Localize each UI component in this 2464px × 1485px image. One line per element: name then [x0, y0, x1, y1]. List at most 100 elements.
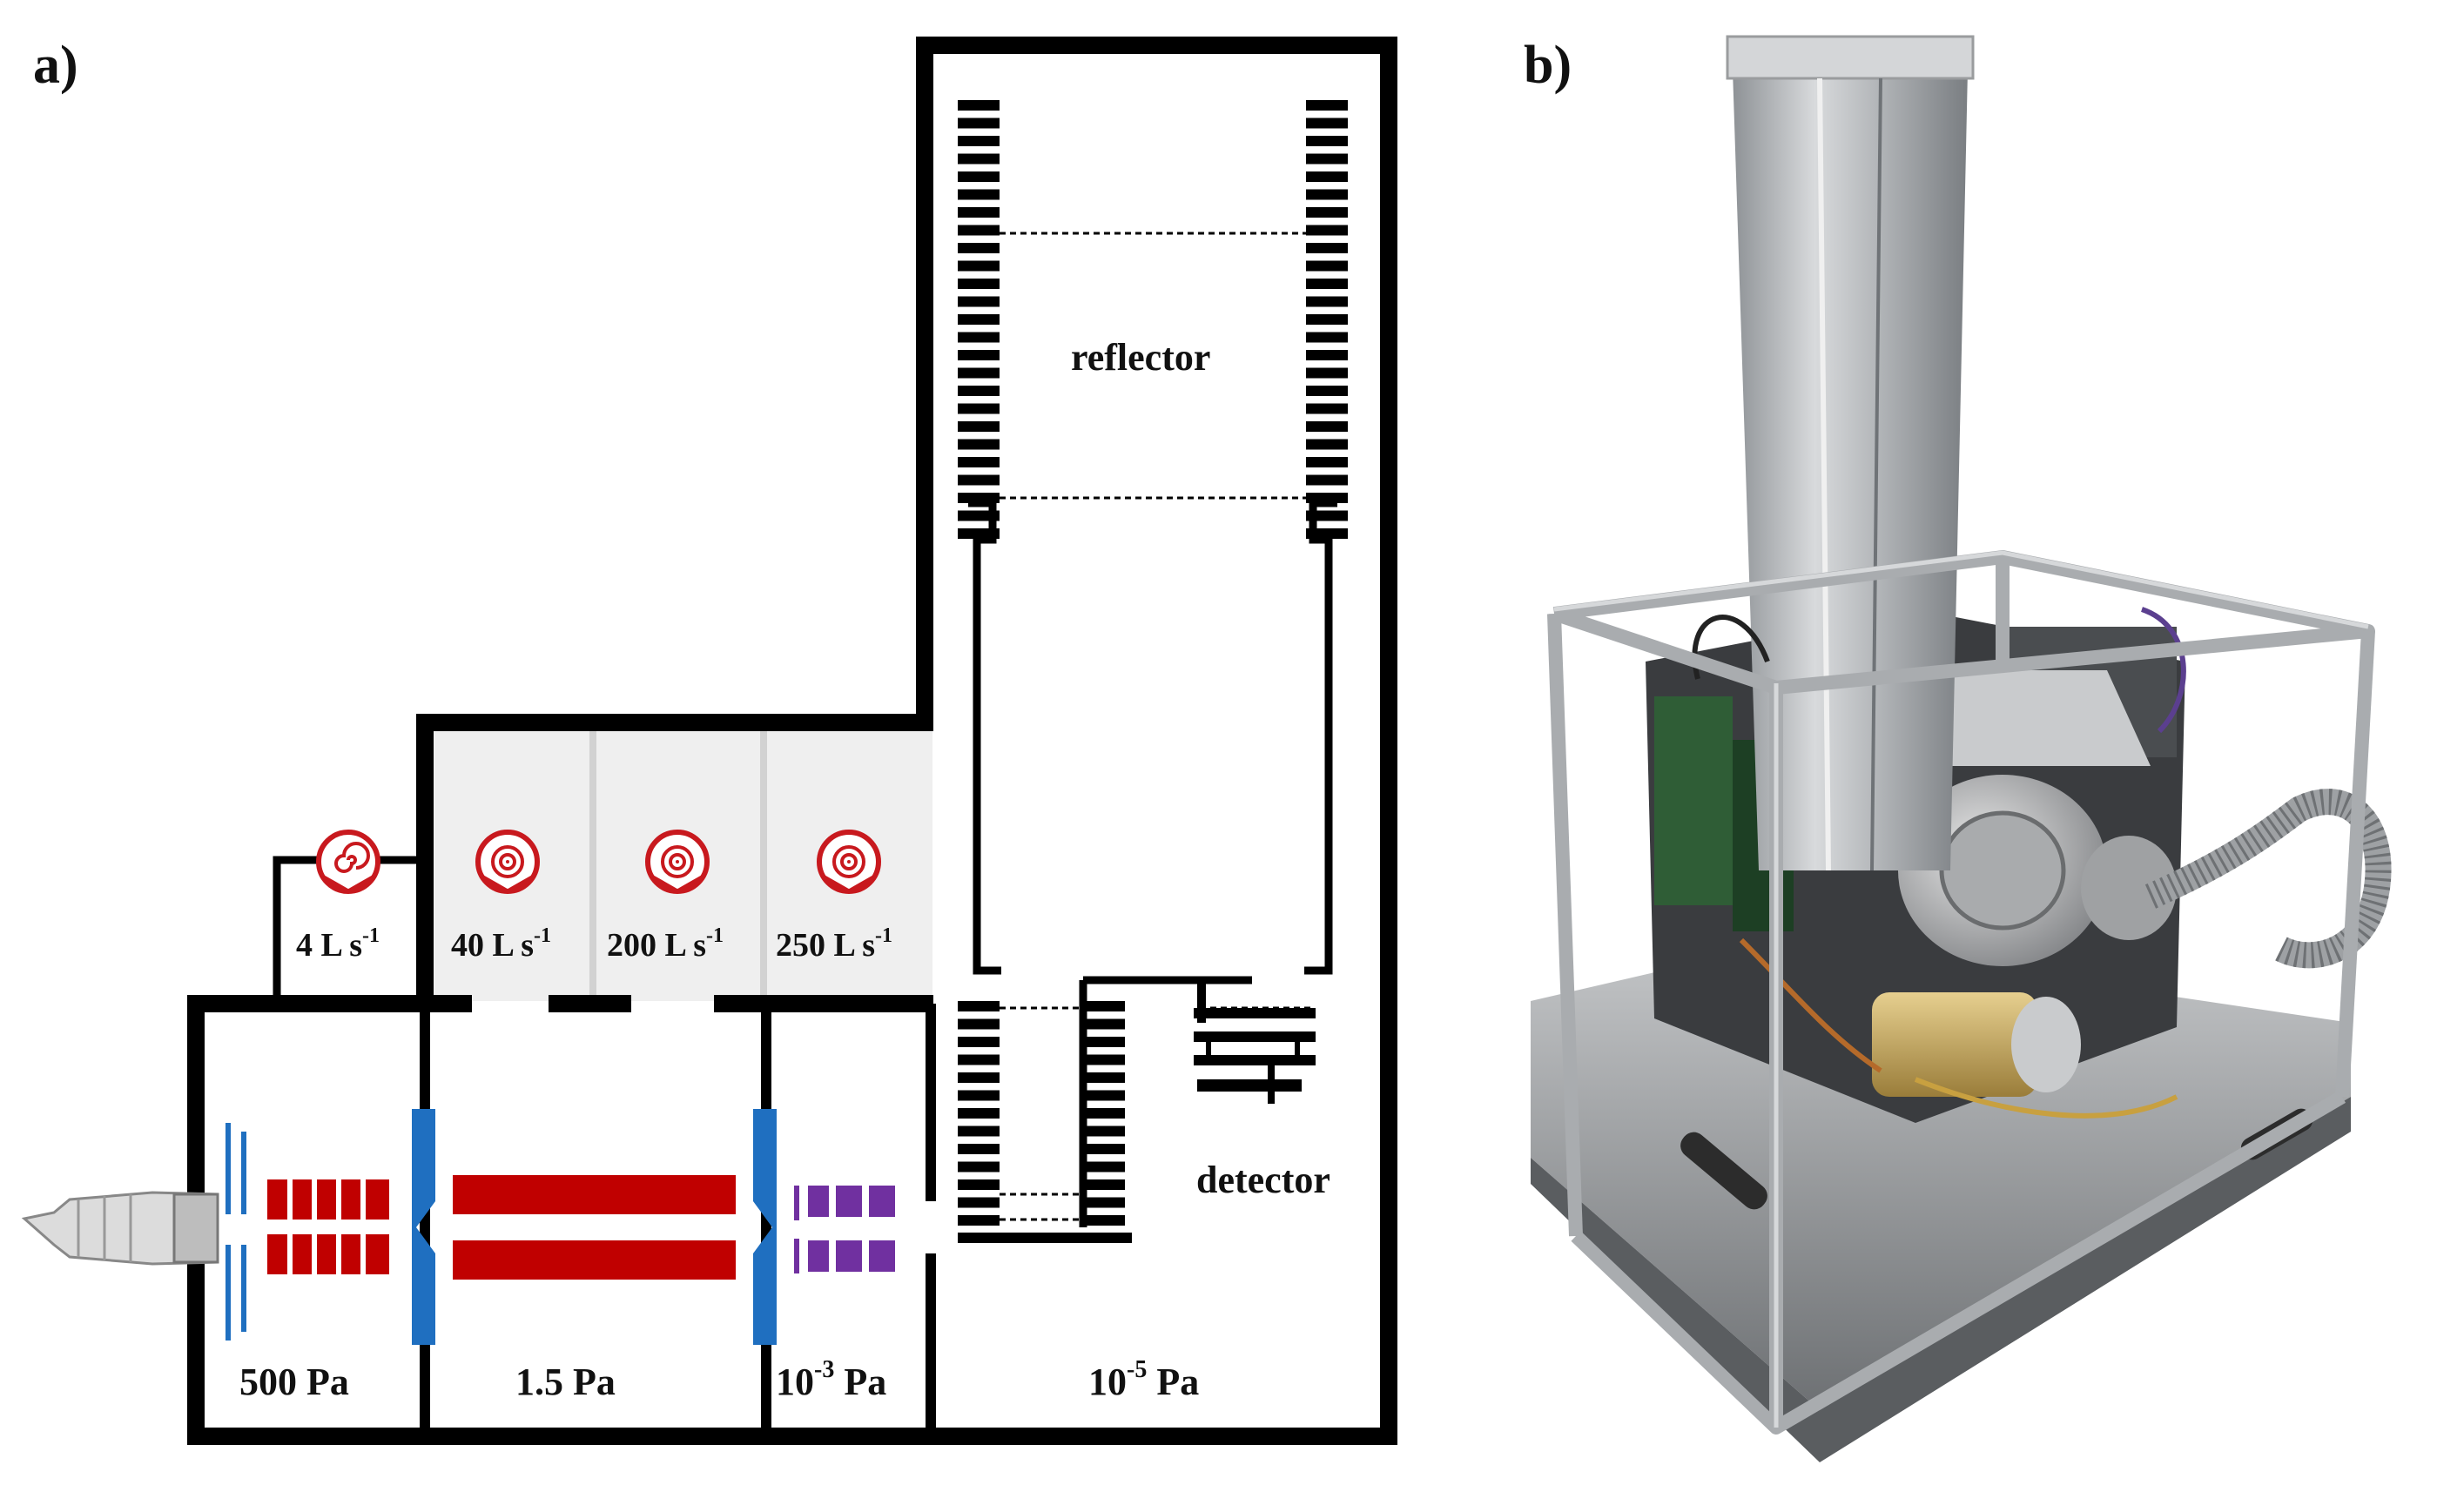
reflector-electrode — [1306, 243, 1348, 253]
reflector-electrode — [958, 171, 1000, 182]
reflector-electrode — [958, 243, 1000, 253]
reflector-electrode — [1306, 439, 1348, 450]
pump-speed-250: 250 L s-1 — [776, 924, 892, 964]
reflector-electrode — [1306, 136, 1348, 146]
panel-a-label: a) — [33, 36, 78, 95]
ion-funnel-segments — [287, 1179, 366, 1274]
reflector-electrode — [958, 457, 1000, 467]
reflector-electrode — [958, 279, 1000, 289]
accelerator-electrode — [1083, 1126, 1125, 1137]
accelerator-electrode — [958, 1161, 1000, 1173]
reflector-electrodes-left — [958, 100, 1000, 539]
ion-guide — [794, 1186, 895, 1273]
pump-speed-200: 200 L s-1 — [607, 924, 724, 964]
reflector-electrode — [1306, 386, 1348, 396]
accelerator-electrode — [958, 1144, 1000, 1154]
quadrupole-rod-bottom — [453, 1240, 736, 1280]
accelerator-electrode — [958, 1126, 1000, 1137]
base-plate-edge — [1531, 1097, 2351, 1462]
reflector-electrode — [1306, 457, 1348, 467]
reflector-electrode — [1306, 332, 1348, 343]
reflector-electrodes-right — [1306, 100, 1348, 539]
accelerator-electrode — [1083, 1001, 1125, 1011]
accelerator-electrode — [958, 1090, 1000, 1101]
column-edge — [1870, 77, 1882, 871]
panel-b-label: b) — [1524, 36, 1572, 95]
accelerator-electrode — [1083, 1108, 1125, 1119]
reflector-electrode — [958, 367, 1000, 379]
handle-slot — [1680, 1132, 1767, 1210]
pump-panel-divider — [589, 722, 596, 1001]
reflectron-column — [1733, 70, 1968, 870]
reflector-electrode — [1306, 474, 1348, 486]
reflector-electrode — [958, 350, 1000, 360]
pump-speed-40: 40 L s-1 — [451, 924, 551, 964]
detector-assembly — [1194, 978, 1316, 1104]
accelerator-electrode — [958, 1018, 1000, 1030]
cables — [1692, 607, 2186, 1119]
turbo-pump-icon-250 — [817, 830, 881, 894]
brass-inlet — [1872, 992, 2037, 1097]
circuit-board — [1654, 696, 1733, 905]
pressure-label-500: 500 Pa — [239, 1361, 349, 1403]
pressure-labels: 500 Pa 1.5 Pa 10-3 Pa 10-5 Pa — [239, 1356, 1199, 1403]
reflector-electrode — [1306, 260, 1348, 272]
detector-label: detector — [1196, 1159, 1330, 1201]
accelerator-electrode — [1083, 1197, 1125, 1208]
vacuum-chamber-walls — [187, 37, 1397, 1445]
accelerator-electrode — [1083, 1072, 1125, 1083]
accelerator-electrode — [958, 1215, 1000, 1226]
turbo-pump-icon-40 — [475, 830, 540, 894]
reflector-electrode — [958, 207, 1000, 218]
ion-funnel — [267, 1179, 389, 1274]
frame-highlight — [1553, 550, 2369, 1428]
pump-speed-4: 4 L s-1 — [296, 924, 380, 964]
reflector-electrode — [958, 225, 1000, 236]
reflector-electrode — [1306, 314, 1348, 325]
reflector-electrode — [1306, 100, 1348, 111]
aperture-gap — [923, 1201, 940, 1253]
reflector-electrode — [1306, 403, 1348, 414]
pump-panel-divider — [760, 722, 767, 1001]
reflector-electrode — [1306, 171, 1348, 182]
reflector-electrode — [958, 386, 1000, 396]
reflectron — [958, 100, 1348, 1243]
ion-source-needle-icon — [21, 1191, 219, 1266]
chamber-outline — [187, 37, 1397, 1445]
pressure-label-1-5: 1.5 Pa — [515, 1361, 616, 1403]
reflector-electrode — [1306, 296, 1348, 307]
reflector-electrode — [958, 439, 1000, 450]
reflector-electrode — [958, 474, 1000, 486]
chamber-partitions — [420, 1004, 936, 1436]
reflector-electrode — [1306, 207, 1348, 218]
reflector-label: reflector — [1071, 336, 1210, 379]
accelerator-electrode — [958, 1037, 1000, 1047]
instrument-photo — [1531, 35, 2392, 1462]
turbo-pump-icon-200 — [645, 830, 710, 894]
pump-speed-labels: 4 L s-1 40 L s-1 200 L s-1 250 L s-1 — [296, 924, 892, 964]
reflector-electrode — [958, 260, 1000, 272]
accelerator-electrode — [958, 1108, 1000, 1119]
accelerator-electrode — [958, 1054, 1000, 1065]
accelerator-electrode — [1083, 1090, 1125, 1101]
chamber-outline-left — [187, 995, 472, 1445]
skimmer-2 — [753, 1109, 777, 1345]
quadrupole-rod-top — [453, 1175, 736, 1214]
side-flange — [2081, 836, 2177, 940]
accelerator-plate — [958, 1233, 1132, 1243]
reflector-electrode — [1306, 367, 1348, 379]
reflector-electrode — [958, 332, 1000, 343]
reflector-electrode — [958, 118, 1000, 129]
reflector-electrode — [1306, 118, 1348, 129]
base-plate — [1531, 940, 2351, 1410]
skimmer-1 — [412, 1109, 435, 1345]
reflector-electrode — [1306, 421, 1348, 432]
scroll-pump-icon — [316, 830, 380, 894]
reflector-electrode — [958, 314, 1000, 325]
schematic-diagram: 4 L s-1 40 L s-1 200 L s-1 250 L s-1 — [21, 37, 1397, 1445]
reflector-electrode — [1306, 279, 1348, 289]
reflector-electrode — [958, 153, 1000, 165]
reflector-electrode — [958, 189, 1000, 200]
accelerator-electrode — [958, 1072, 1000, 1083]
